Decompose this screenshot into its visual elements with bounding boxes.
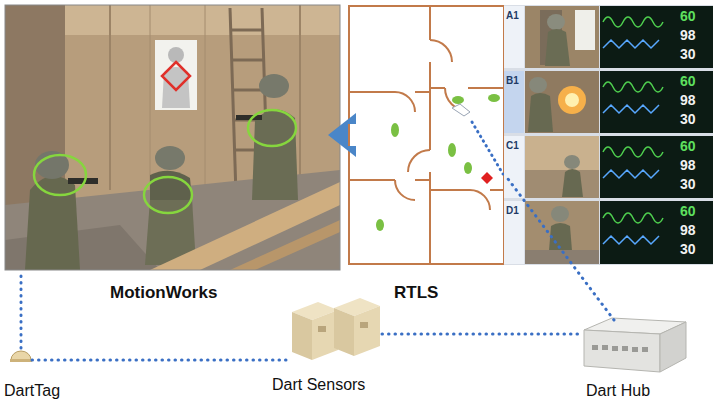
node-label: RTLS (394, 283, 438, 303)
camera-id: D1 (506, 205, 519, 216)
vital-reading: 60 (680, 74, 696, 89)
dotted-link (20, 270, 23, 348)
vital-reading: 98 (680, 93, 696, 108)
training-photo (5, 5, 340, 270)
floor-plan (348, 5, 505, 265)
vital-reading: 30 (680, 112, 696, 127)
dart-sensor-icons (292, 298, 380, 360)
vital-reading: 30 (680, 177, 696, 192)
dotted-link (382, 333, 582, 336)
vital-reading: 98 (680, 28, 696, 43)
node-label: MotionWorks (110, 283, 217, 303)
hub-device: Dart Hub (582, 316, 688, 374)
vital-reading: 30 (680, 242, 696, 257)
camera-id: A1 (506, 10, 519, 21)
node-label: DartTag (4, 382, 60, 400)
floor-plan-panel: RTLS (348, 5, 505, 265)
vital-reading: 60 (680, 204, 696, 219)
dotted-link (32, 359, 288, 362)
vital-reading: 98 (680, 223, 696, 238)
dotted-link (505, 175, 614, 320)
vital-reading: 60 (680, 139, 696, 154)
camera-panels (504, 5, 713, 265)
dart-hub-icon (584, 318, 686, 372)
node-label: Dart Hub (586, 382, 650, 400)
vital-reading: 30 (680, 47, 696, 62)
vital-reading: 98 (680, 158, 696, 173)
node-label: Dart Sensors (272, 376, 365, 394)
tag-device: DartTag (10, 348, 32, 364)
camera-id: C1 (506, 140, 519, 151)
camera-id: B1 (506, 75, 519, 86)
block-arrow (328, 113, 356, 157)
sensor-device: Dart Sensors (288, 296, 382, 364)
photo-panel: MotionWorks (5, 5, 340, 270)
dart-tag-icon (10, 351, 32, 362)
vital-reading: 60 (680, 9, 696, 24)
